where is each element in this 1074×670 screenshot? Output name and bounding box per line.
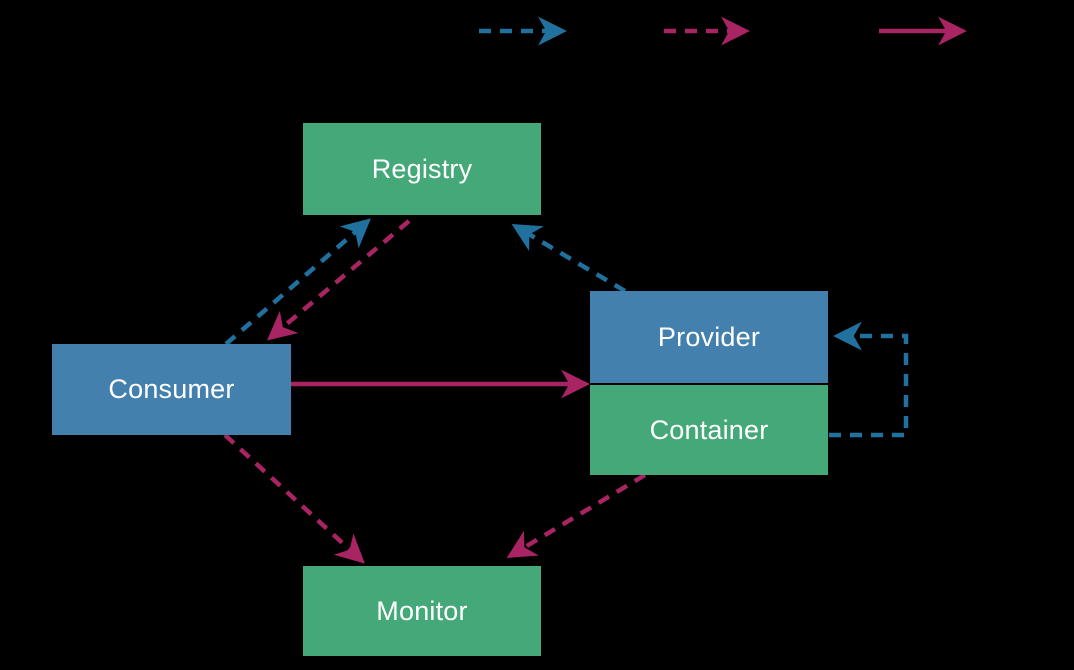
node-registry[interactable]: Registry xyxy=(303,123,541,215)
node-container-label: Container xyxy=(649,414,769,445)
edge-provider-to-registry xyxy=(511,223,627,293)
node-container[interactable]: Container xyxy=(590,385,828,475)
legend xyxy=(479,16,967,46)
edge-consumer-to-monitor xyxy=(223,433,365,564)
node-provider-label: Provider xyxy=(657,321,761,352)
edge-container-to-provider xyxy=(829,321,909,438)
node-monitor[interactable]: Monitor xyxy=(303,566,541,656)
edge-consumer-to-registry xyxy=(224,218,371,346)
node-provider[interactable]: Provider xyxy=(590,291,828,383)
node-consumer[interactable]: Consumer xyxy=(52,344,291,435)
node-consumer-label: Consumer xyxy=(108,374,235,404)
edge-registry-to-consumer xyxy=(266,219,411,341)
node-monitor-label: Monitor xyxy=(376,595,468,626)
node-registry-label: Registry xyxy=(371,153,473,184)
edge-container-to-monitor xyxy=(506,473,647,559)
